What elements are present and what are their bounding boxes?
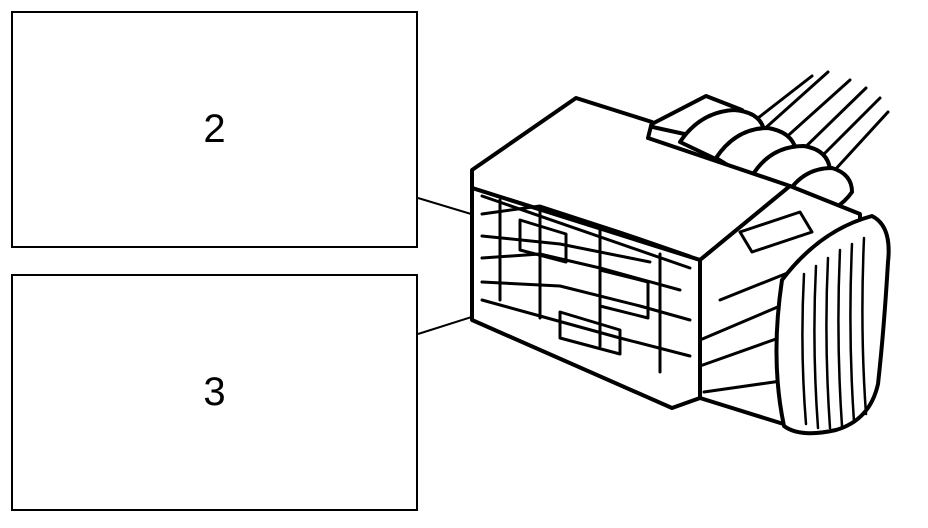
callout-box-3: 3 <box>11 274 418 511</box>
lever-ribs <box>801 236 868 430</box>
callout-label-3: 3 <box>203 370 226 414</box>
lower-rails <box>698 210 814 394</box>
callout-box-2: 2 <box>11 11 418 248</box>
connector-drawing <box>470 70 891 436</box>
housing-front <box>470 186 702 410</box>
front-cavities <box>480 194 692 374</box>
callout-label-2: 2 <box>203 107 226 151</box>
